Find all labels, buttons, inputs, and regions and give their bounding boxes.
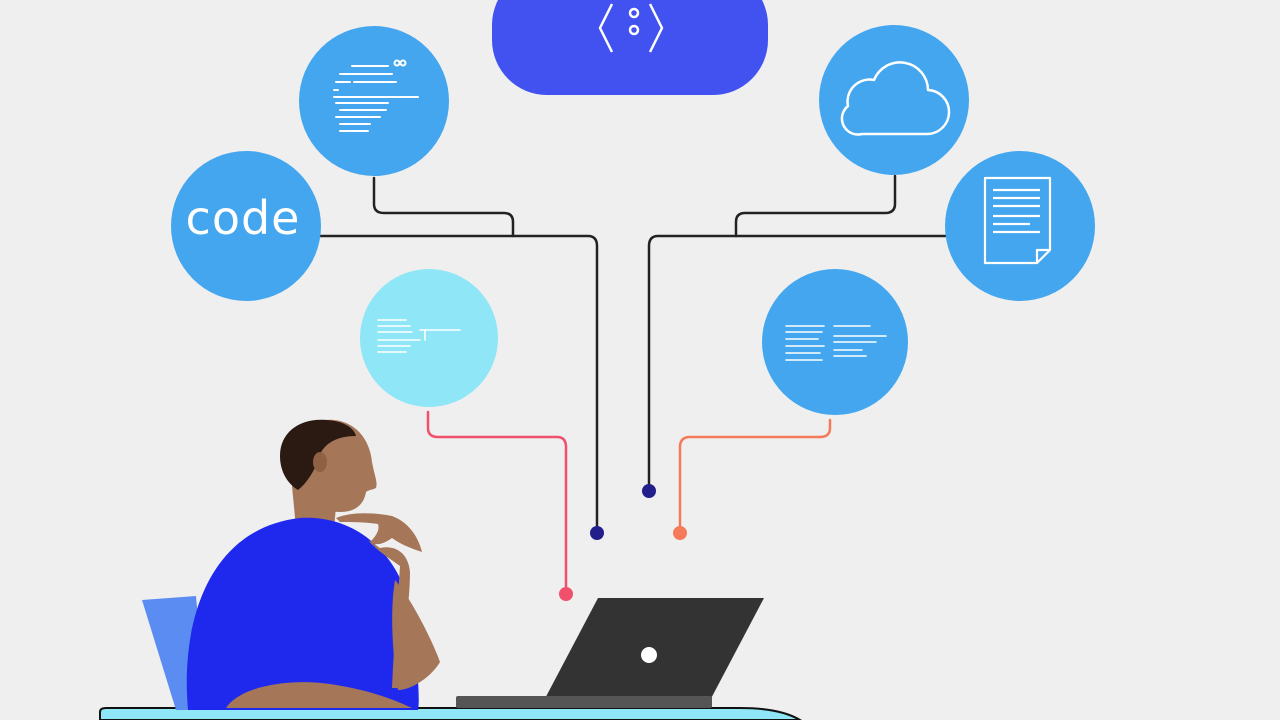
wire-text-lines-bubble bbox=[678, 418, 832, 530]
laptop-logo-icon bbox=[641, 647, 657, 663]
connector-wires bbox=[318, 174, 950, 590]
person-lower-arm bbox=[226, 682, 412, 708]
person bbox=[186, 419, 440, 710]
document-bubble bbox=[945, 151, 1095, 301]
code-lines-bubble bbox=[299, 26, 449, 176]
text-lines-icon bbox=[377, 319, 461, 353]
top-pill bbox=[492, 0, 768, 95]
person-ear bbox=[313, 452, 327, 472]
wire-code-bubble bbox=[318, 234, 599, 528]
laptop bbox=[456, 598, 764, 708]
laptop-base bbox=[456, 696, 712, 708]
code-bubble-label: code bbox=[186, 191, 301, 245]
text-lines-bubble bbox=[762, 269, 908, 415]
wire-node-navy-right bbox=[642, 484, 656, 498]
code-lines-icon bbox=[333, 59, 419, 132]
desk bbox=[99, 707, 802, 720]
person-shirt bbox=[186, 517, 419, 710]
wire-node-orange bbox=[673, 526, 687, 540]
code-bubble: code bbox=[171, 151, 321, 301]
document-icon bbox=[983, 176, 1052, 265]
light-code-bubble bbox=[360, 269, 498, 407]
wire-document-bubble bbox=[647, 234, 950, 487]
code-brackets-icon bbox=[598, 3, 664, 53]
text-lines-icon bbox=[785, 325, 887, 361]
person-upper-arm bbox=[392, 580, 440, 690]
wire-node-navy-left bbox=[590, 526, 604, 540]
person-hand bbox=[336, 513, 422, 552]
wire-cloud-bubble bbox=[734, 174, 897, 238]
wire-code-lines-bubble bbox=[372, 176, 515, 238]
wire-light-bubble bbox=[426, 410, 568, 590]
cloud-bubble bbox=[819, 25, 969, 175]
cloud-icon bbox=[840, 61, 951, 136]
wire-node-pink bbox=[559, 587, 573, 601]
